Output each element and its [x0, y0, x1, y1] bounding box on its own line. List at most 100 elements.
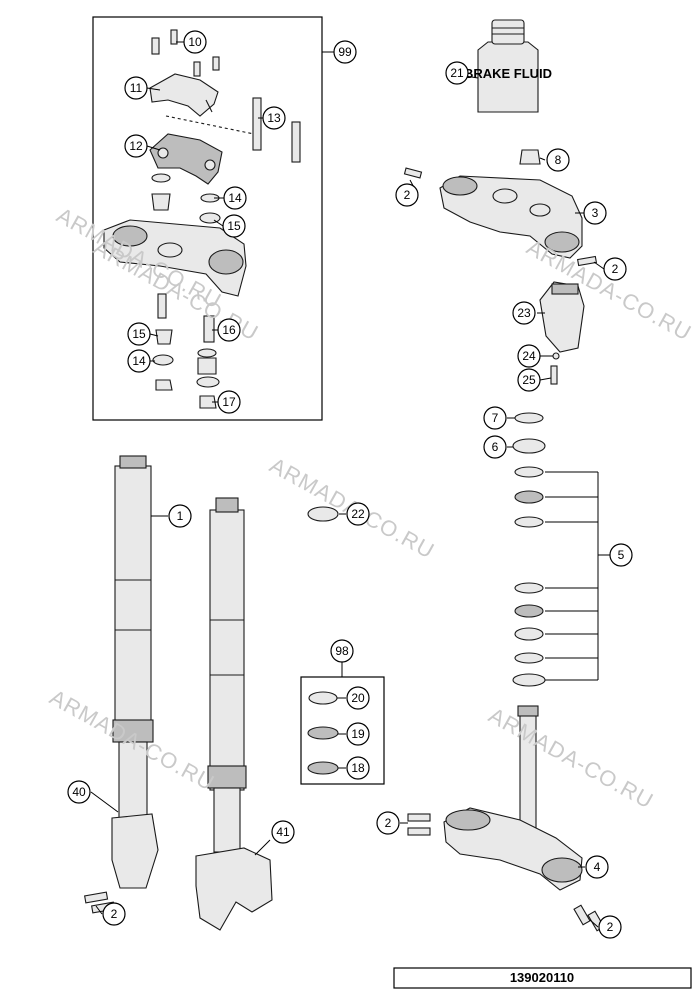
callout-15: 15	[222, 214, 246, 238]
reference-number: 139020110	[510, 970, 574, 985]
svg-text:14: 14	[132, 354, 146, 368]
svg-text:99: 99	[338, 45, 352, 59]
callout-98: 98	[330, 639, 354, 663]
svg-text:40: 40	[72, 785, 86, 799]
callout-11: 11	[124, 76, 148, 100]
nut-17	[199, 395, 217, 409]
callout-4: 4	[585, 855, 609, 879]
callout-10: 10	[183, 30, 207, 54]
svg-text:16: 16	[222, 323, 236, 337]
kit-99-frame	[92, 16, 323, 421]
callout-2: 2	[102, 902, 126, 926]
svg-text:24: 24	[522, 349, 536, 363]
callout-2: 2	[598, 915, 622, 939]
svg-text:2: 2	[385, 816, 392, 830]
damper-15-lower	[155, 329, 173, 345]
svg-text:15: 15	[227, 219, 241, 233]
callouts: 99 10 11 13 12 14 15 15 16 14 17 21 8 2 …	[67, 30, 633, 939]
svg-text:8: 8	[555, 153, 562, 167]
callout-3: 3	[583, 201, 607, 225]
lower-triple-clamp-4	[407, 705, 605, 932]
svg-text:2: 2	[612, 262, 619, 276]
svg-text:2: 2	[404, 188, 411, 202]
callout-13: 13	[262, 106, 286, 130]
seal-ring-22	[307, 506, 339, 522]
svg-text:12: 12	[129, 139, 143, 153]
bolt-2-upper-left	[403, 167, 423, 179]
svg-text:10: 10	[188, 35, 202, 49]
svg-text:41: 41	[276, 825, 290, 839]
callout-24: 24	[517, 344, 541, 368]
callout-2: 2	[603, 257, 627, 281]
callout-25: 25	[517, 368, 541, 392]
screw-25	[550, 365, 558, 385]
damper-15-upper-left	[151, 193, 171, 211]
handlebar-clamp-11	[149, 73, 219, 117]
callout-20: 20	[346, 686, 370, 710]
washer-14-upper-left	[151, 173, 171, 183]
svg-text:21: 21	[450, 66, 464, 80]
fork-leg-right	[195, 497, 273, 931]
callout-23: 23	[512, 301, 536, 325]
kit-99-parts	[103, 29, 301, 409]
pin-upper	[157, 293, 167, 319]
nut-8	[519, 149, 541, 165]
bracket-23	[539, 281, 585, 385]
svg-text:3: 3	[592, 206, 599, 220]
callout-leaders	[90, 41, 605, 928]
fork-leg-left	[84, 455, 159, 914]
reference-box: 139020110	[393, 967, 692, 989]
bottle-label: BRAKE FLUID	[464, 66, 552, 81]
svg-text:1: 1	[177, 509, 184, 523]
brake-fluid-bottle: BRAKE FLUID	[464, 19, 552, 113]
callout-21: 21	[445, 61, 469, 85]
svg-text:22: 22	[351, 507, 365, 521]
svg-text:25: 25	[522, 373, 536, 387]
callout-17: 17	[217, 390, 241, 414]
callout-16: 16	[217, 318, 241, 342]
nut-lower-left	[155, 379, 173, 391]
svg-text:20: 20	[351, 691, 365, 705]
callout-5: 5	[609, 543, 633, 567]
svg-text:23: 23	[517, 306, 531, 320]
callout-15: 15	[127, 322, 151, 346]
svg-text:6: 6	[492, 440, 499, 454]
handlebar-clamp-12	[149, 133, 223, 185]
svg-text:15: 15	[132, 327, 146, 341]
callout-2: 2	[376, 811, 400, 835]
callout-1: 1	[168, 504, 192, 528]
svg-text:98: 98	[335, 644, 349, 658]
svg-text:13: 13	[267, 111, 281, 125]
bolt-13a	[252, 97, 262, 151]
washer-14-lower	[152, 354, 174, 366]
callout-8: 8	[546, 148, 570, 172]
watermark: ARMADA-CO.RU	[485, 703, 658, 814]
kit-98-seals	[307, 691, 339, 775]
svg-text:2: 2	[111, 907, 118, 921]
svg-text:18: 18	[351, 761, 365, 775]
callout-19: 19	[346, 722, 370, 746]
upper-triple-clamp-3	[403, 149, 598, 267]
callout-14: 14	[127, 349, 151, 373]
svg-text:17: 17	[222, 395, 236, 409]
svg-text:14: 14	[228, 191, 242, 205]
callout-12: 12	[124, 134, 148, 158]
bolt-13b	[291, 121, 301, 163]
callout-7: 7	[483, 406, 507, 430]
svg-text:5: 5	[618, 548, 625, 562]
bolt-10-set	[151, 29, 220, 77]
svg-text:7: 7	[492, 411, 499, 425]
pin-16	[203, 315, 215, 343]
callout-14: 14	[223, 186, 247, 210]
callout-2: 2	[395, 183, 419, 207]
bearing-leaders	[545, 471, 610, 681]
svg-text:2: 2	[607, 920, 614, 934]
steering-bearings	[512, 412, 546, 687]
svg-text:11: 11	[130, 81, 143, 95]
callout-18: 18	[346, 756, 370, 780]
callout-99: 99	[333, 40, 357, 64]
callout-41: 41	[271, 820, 295, 844]
callout-6: 6	[483, 435, 507, 459]
